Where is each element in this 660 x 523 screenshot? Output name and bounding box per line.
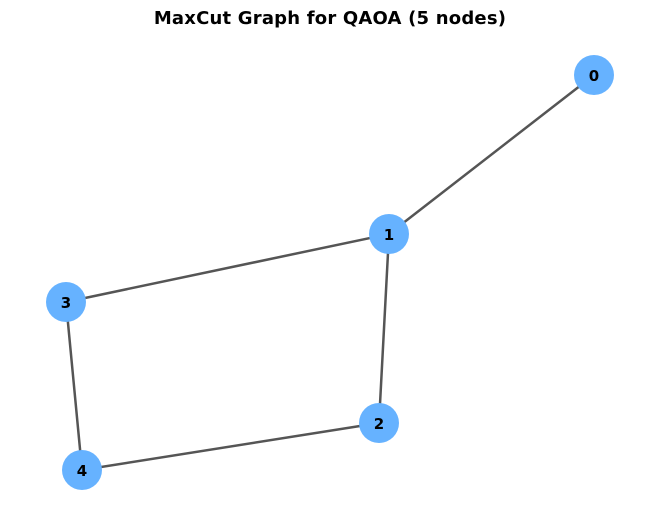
edge-1-2 xyxy=(377,232,391,425)
edge-3-4 xyxy=(64,300,84,472)
nodes-layer: 0 1 2 3 4 xyxy=(46,55,614,490)
node-label: 1 xyxy=(384,226,394,244)
edge-1-3 xyxy=(64,232,391,304)
node-circle xyxy=(359,403,399,443)
node-circle xyxy=(46,282,86,322)
node-circle xyxy=(62,450,102,490)
edges-layer xyxy=(64,73,596,472)
node-label: 0 xyxy=(589,67,599,85)
node-1: 1 xyxy=(369,214,409,254)
node-circle xyxy=(369,214,409,254)
node-2: 2 xyxy=(359,403,399,443)
node-0: 0 xyxy=(574,55,614,95)
node-label: 2 xyxy=(374,415,384,433)
node-4: 4 xyxy=(62,450,102,490)
node-label: 3 xyxy=(61,294,71,312)
node-circle xyxy=(574,55,614,95)
edge-4-2 xyxy=(80,421,381,472)
edge-0-1 xyxy=(387,73,596,236)
chart-title: MaxCut Graph for QAOA (5 nodes) xyxy=(153,8,507,29)
node-3: 3 xyxy=(46,282,86,322)
node-label: 4 xyxy=(77,462,87,480)
